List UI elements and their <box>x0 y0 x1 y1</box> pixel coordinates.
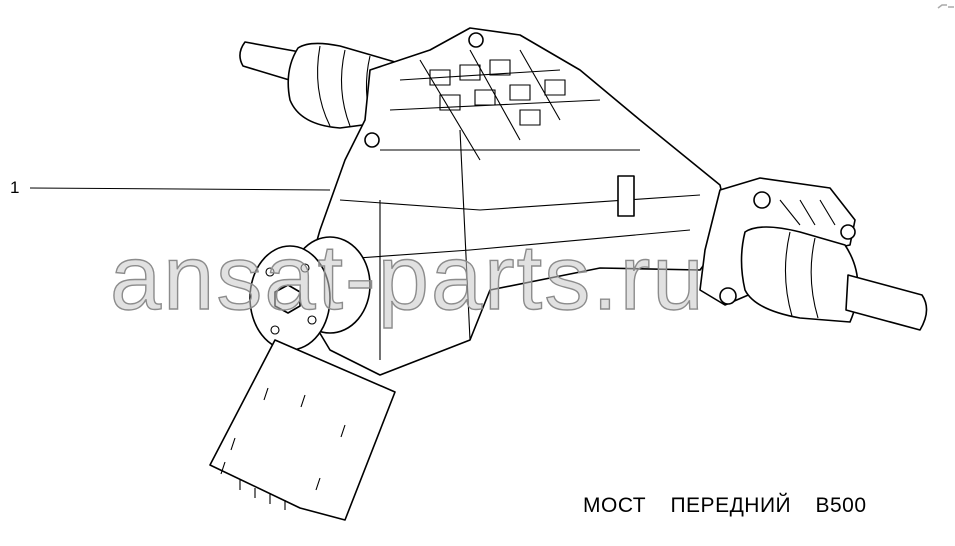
diagram-caption: МОСТ ПЕРЕДНИЙ В500 <box>583 494 867 517</box>
left-shaft <box>239 41 301 83</box>
callout-number: 1 <box>10 178 20 197</box>
callout-leader-line <box>29 187 331 191</box>
mounting-plate <box>209 339 396 521</box>
differential-housing <box>299 27 731 376</box>
corner-mark <box>937 4 954 9</box>
right-boot <box>740 226 859 323</box>
watermark: ansat-parts.ru <box>109 226 706 329</box>
right-shaft <box>845 274 928 331</box>
pinion-flange <box>249 236 371 351</box>
